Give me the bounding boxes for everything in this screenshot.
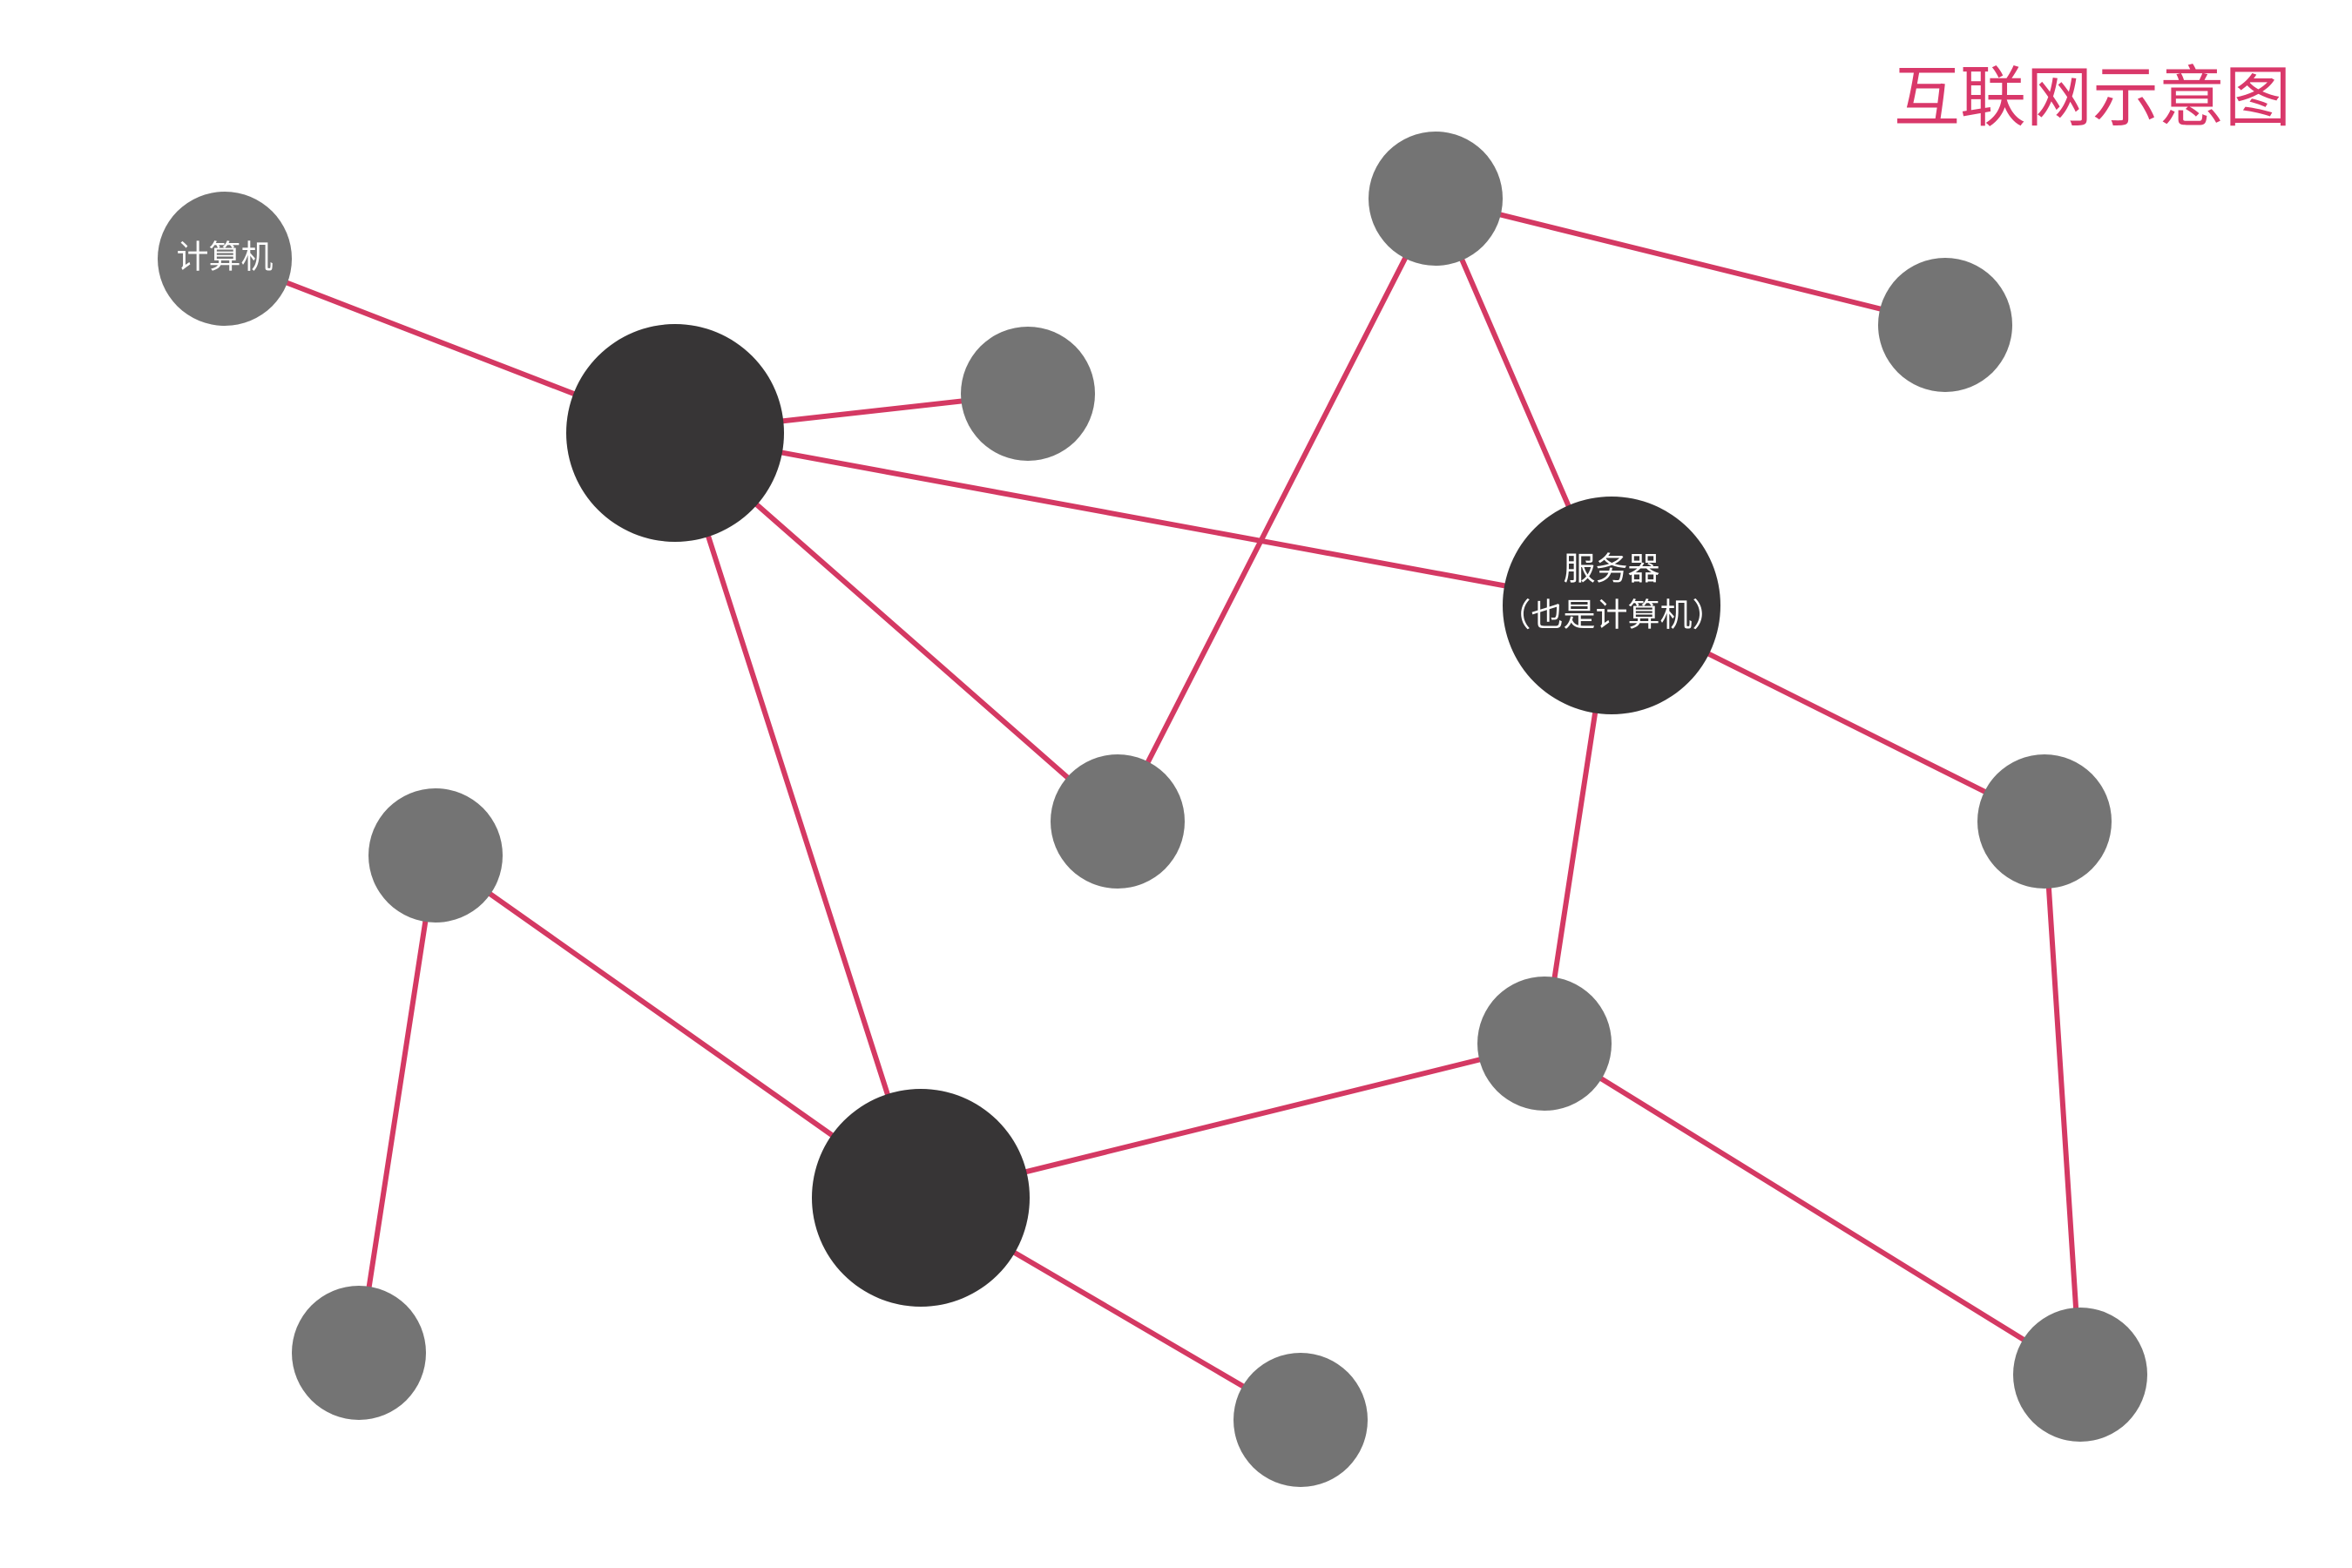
computer-node [1233, 1353, 1368, 1487]
server-label-line2: （也是计算机） [1499, 597, 1725, 634]
edge [2042, 819, 2083, 1377]
computer-label: 计算机 [177, 239, 274, 276]
diagram-title: 互联网示意图 [1894, 58, 2291, 136]
edge [672, 430, 1614, 608]
server-label-line1: 服务器 [1564, 551, 1660, 588]
hub-node [812, 1089, 1030, 1307]
computer-node [1878, 258, 2012, 392]
edge [1433, 196, 1948, 328]
edge [1542, 1041, 2083, 1377]
computer-node [1369, 132, 1503, 266]
edge [1115, 196, 1438, 824]
node-labels: 计算机 服务器 （也是计算机） [177, 239, 1725, 634]
server-node [1503, 497, 1720, 714]
edge [672, 430, 923, 1200]
computer-node [158, 192, 292, 326]
hub-node [566, 324, 784, 542]
edge [356, 853, 438, 1355]
computer-node [1477, 977, 1612, 1111]
computer-node [292, 1286, 426, 1420]
computer-node [1977, 754, 2112, 889]
computer-node [1051, 754, 1185, 889]
computer-node [2013, 1308, 2147, 1442]
computer-node [961, 327, 1095, 461]
computer-node [368, 788, 503, 923]
nodes [158, 132, 2147, 1487]
